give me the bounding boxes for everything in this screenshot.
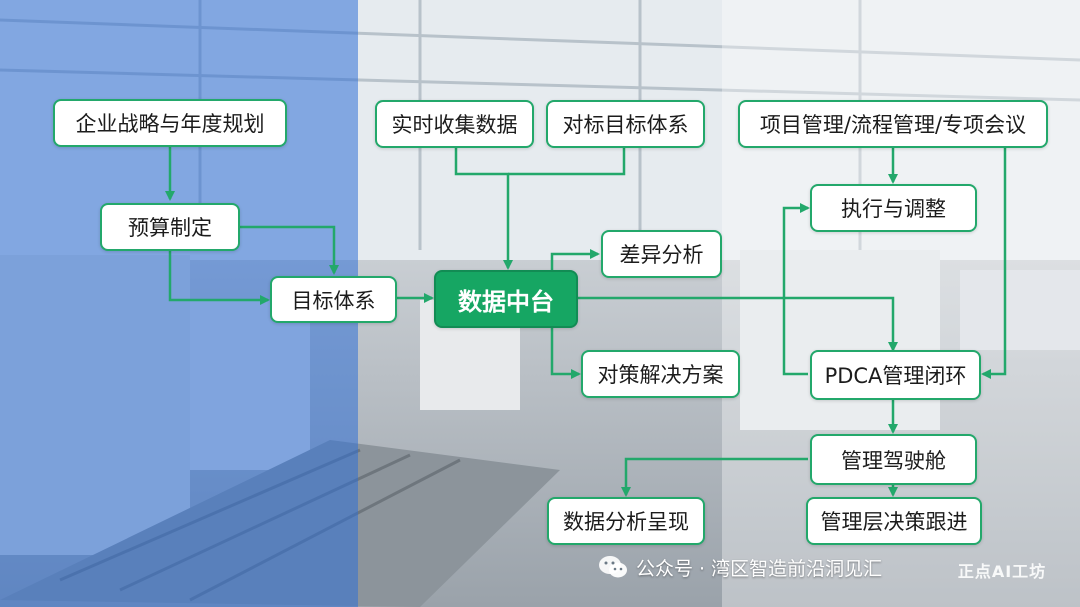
node-project-management: 项目管理/流程管理/专项会议 xyxy=(738,100,1048,148)
node-pdca-loop: PDCA管理闭环 xyxy=(810,350,981,400)
node-data-presentation: 数据分析呈现 xyxy=(547,497,705,545)
watermark: 公众号 · 湾区智造前沿洞见汇 xyxy=(598,552,882,582)
node-execute-adjust: 执行与调整 xyxy=(810,184,977,232)
node-decision-followup: 管理层决策跟进 xyxy=(806,497,982,545)
node-benchmark: 对标目标体系 xyxy=(546,100,705,148)
node-budget: 预算制定 xyxy=(100,203,240,251)
watermark-text: 公众号 · 湾区智造前沿洞见汇 xyxy=(636,557,883,580)
node-variance-analysis: 差异分析 xyxy=(601,230,722,278)
node-management-cockpit: 管理驾驶舱 xyxy=(810,434,977,485)
node-realtime-data: 实时收集数据 xyxy=(375,100,534,148)
node-data-center: 数据中台 xyxy=(434,270,578,328)
watermark-stamp: 正点AI工坊 xyxy=(957,562,1047,581)
node-solution: 对策解决方案 xyxy=(581,350,740,398)
wechat-icon xyxy=(599,556,627,578)
node-strategy: 企业战略与年度规划 xyxy=(53,99,287,147)
node-target-system: 目标体系 xyxy=(270,276,397,323)
